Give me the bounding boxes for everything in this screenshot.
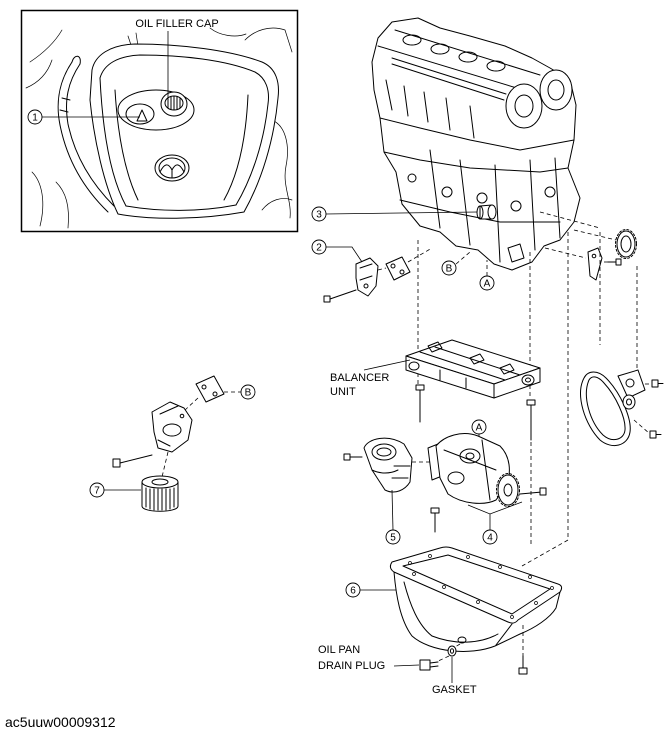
callout-2-number: 2 (316, 243, 322, 254)
bracket-bolt (323, 289, 357, 303)
drive-belt (580, 371, 631, 447)
engine-cover (89, 43, 279, 219)
callout-5-leader (391, 489, 394, 531)
reference-mark-a-block-letter: A (484, 279, 491, 290)
callout-4: 4 (482, 529, 498, 545)
timing-pulley-lower (505, 83, 543, 129)
callout-4-number: 4 (487, 533, 493, 544)
callout-5-number: 5 (390, 533, 396, 544)
reference-mark-a-pump-letter: A (476, 423, 483, 434)
inset-hose (57, 55, 115, 213)
assembly-dashed-lines (377, 211, 652, 567)
small-bolt-upper-right (607, 258, 622, 266)
adapter-bolt (343, 453, 363, 461)
dipstick-opening (125, 103, 155, 125)
balancer-bolt-left (415, 384, 425, 423)
timing-pulley-upper (539, 69, 573, 111)
tensioner-bracket (587, 247, 603, 281)
idler-bolt (649, 430, 662, 439)
reference-mark-b-block: B (441, 260, 457, 276)
balancer-unit (405, 339, 541, 399)
tensioner-bolt (651, 379, 664, 388)
oil-pan-bolt (518, 655, 528, 675)
oil-pan (389, 546, 563, 652)
callout-7-number: 7 (94, 486, 100, 497)
callout-4-leader (467, 501, 523, 530)
inset-background-components (25, 27, 293, 229)
reference-mark-a-pump: A (471, 419, 487, 435)
oil-pan-drain-plug (419, 659, 439, 671)
callout-6-number: 6 (350, 586, 356, 597)
gasket-label: GASKET (432, 684, 477, 696)
figure-id: ac5uuw00009312 (5, 714, 116, 730)
reference-mark-b-block-letter: B (446, 264, 453, 275)
bracket-gasket-dashed-line (184, 397, 199, 411)
balancer-bolt-right (526, 399, 536, 441)
front-oil-seal (615, 229, 637, 259)
callout-1: 1 (27, 109, 43, 125)
balancer-unit-label: BALANCER UNIT (330, 372, 392, 398)
balancer-unit-label-line-2: UNIT (330, 386, 356, 398)
oil-filter-adapter (363, 437, 413, 493)
oil-filler-cap-label: OIL FILLER CAP (135, 18, 218, 30)
oil-pump-sprocket (496, 473, 520, 507)
oil-pressure-fitting (476, 204, 497, 220)
bracket-part-2 (355, 257, 379, 297)
drain-dashed-line (435, 643, 461, 663)
callout-3: 3 (311, 206, 327, 222)
reference-mark-b-bracket-letter: B (245, 388, 252, 399)
reference-mark-b-bracket: B (240, 384, 256, 400)
inset-frame (20, 9, 299, 233)
oil-pan-drain-plug-label: OIL PAN DRAIN PLUG (318, 644, 385, 672)
balancer-unit-label-line-1: BALANCER (330, 372, 389, 384)
cylinder-block-assembly (371, 17, 581, 271)
oil-pan-drain-plug-label-line-1: OIL PAN (318, 644, 360, 656)
oil-filler-cap (160, 91, 188, 117)
idler-pulley (622, 394, 636, 410)
callout-3-number: 3 (316, 210, 322, 221)
drain-plug-leader (393, 664, 420, 667)
callout-3-leader (325, 211, 478, 215)
oil-filter (141, 475, 179, 512)
oil-pan-drain-plug-label-line-2: DRAIN PLUG (318, 660, 385, 672)
callout-1-number: 1 (32, 113, 38, 124)
belt-tensioner (617, 369, 646, 399)
mazda-logo (154, 154, 190, 182)
filter-bracket-bolt (112, 454, 153, 468)
callout-2: 2 (311, 239, 327, 255)
callout-2-leader (326, 246, 363, 263)
bracket-filter-dashed-line (161, 451, 169, 478)
callout-6: 6 (345, 582, 361, 598)
oil-pump (435, 433, 510, 504)
callout-5: 5 (385, 529, 401, 545)
reference-mark-a-block: A (479, 275, 495, 291)
oil-pump-bolt (430, 507, 440, 533)
oil-filter-bracket (151, 401, 193, 453)
filter-bracket-gasket (195, 375, 225, 403)
balancer-unit-leader (363, 359, 411, 371)
inset-engine-cover-view: OIL FILLER CAP 1 (20, 9, 299, 233)
callout-7: 7 (89, 482, 105, 498)
drain-gasket (447, 645, 457, 657)
sprocket-bolt (519, 487, 547, 496)
bracket-gasket (385, 256, 411, 281)
